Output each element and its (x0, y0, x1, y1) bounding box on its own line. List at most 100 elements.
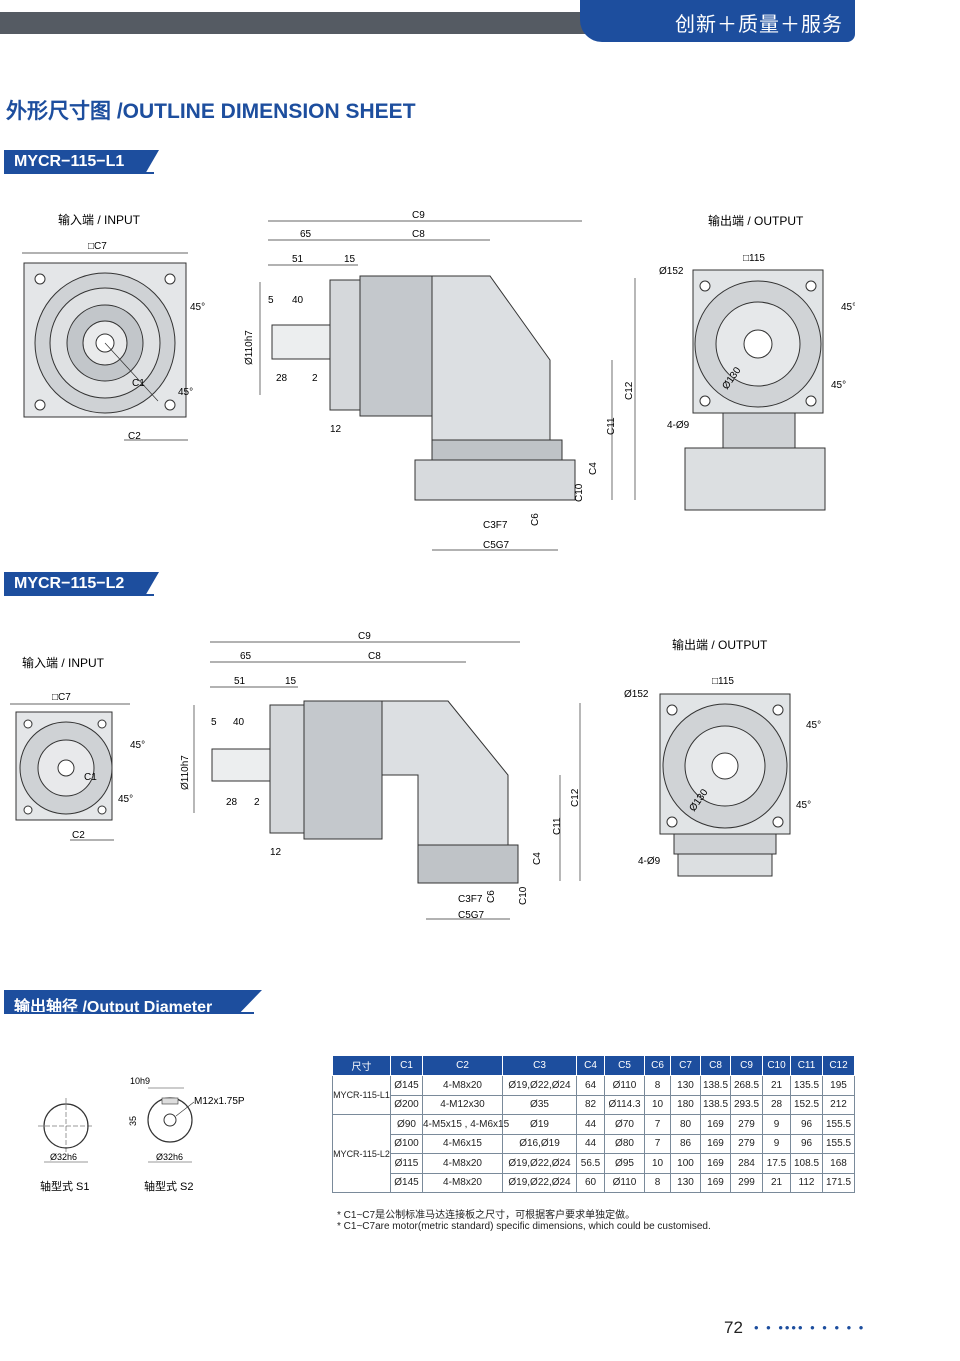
table-cell: 56.5 (576, 1153, 605, 1174)
dim-c2: C2 (128, 431, 141, 442)
table-cell: 8 (644, 1172, 671, 1193)
dim-45-a: 45° (130, 740, 145, 751)
table-cell: 4-M12x30 (422, 1094, 503, 1115)
section-underline (4, 1012, 254, 1014)
dim-c8: C8 (368, 651, 381, 662)
table-cell: 268.5 (730, 1075, 763, 1096)
dim-45-c: 45° (841, 302, 855, 313)
table-cell: 293.5 (730, 1094, 763, 1115)
dim-d110: Ø110h7 (180, 755, 191, 790)
table-cell: 108.5 (790, 1153, 823, 1174)
table-cell: 152.5 (790, 1094, 823, 1115)
shaft-s2-diameter: Ø32h6 (156, 1152, 183, 1162)
table-cell: 169 (700, 1172, 731, 1193)
table-cell: 4-M8x20 (422, 1153, 503, 1174)
table-cell: 130 (670, 1075, 701, 1096)
table-cell: Ø19 (502, 1114, 577, 1135)
dim-c5: C5G7 (458, 910, 485, 921)
dim-45-d: 45° (831, 380, 846, 391)
dim-c5: C5G7 (483, 540, 510, 551)
table-cell: 80 (670, 1114, 701, 1135)
dim-12: 12 (270, 847, 282, 858)
table-cell: 8 (644, 1075, 671, 1096)
table-header: C1 (390, 1055, 423, 1076)
section-tag-l1: MYCR−115−L1 (4, 150, 159, 174)
dim-c10: C10 (518, 886, 529, 905)
input-view-label: 输入端 / INPUT (22, 655, 105, 670)
table-cell: Ø114.3 (604, 1094, 645, 1115)
table-cell: Ø100 (390, 1133, 423, 1154)
shaft-s2-thread: M12x1.75P (194, 1096, 245, 1107)
note-cn: * C1~C7是公制标准马达连接板之尺寸，可根据客户要求单独定做。 (337, 1210, 636, 1221)
table-cell: 195 (822, 1075, 855, 1096)
dim-c3: C3F7 (483, 520, 508, 531)
dim-65: 65 (240, 651, 252, 662)
table-cell: 60 (576, 1172, 605, 1193)
table-cell: 44 (576, 1133, 605, 1154)
l2-input-view: 输入端 / INPUT □C7 C1 45° 45° C2 (10, 650, 160, 850)
dim-c7: □C7 (88, 241, 107, 252)
table-cell: 135.5 (790, 1075, 823, 1096)
dim-c8: C8 (412, 229, 425, 240)
table-cell: Ø19,Ø22,Ø24 (502, 1153, 577, 1174)
dim-c3: C3F7 (458, 894, 483, 905)
dim-5: 5 (211, 717, 217, 728)
dim-40: 40 (233, 717, 245, 728)
section-tag-l2: MYCR−115−L2 (4, 572, 159, 596)
table-cell: 155.5 (822, 1114, 855, 1135)
table-cell: Ø110 (604, 1075, 645, 1096)
table-header: C10 (762, 1055, 791, 1076)
table-cell: 64 (576, 1075, 605, 1096)
dim-c9: C9 (412, 210, 425, 221)
dim-28: 28 (226, 797, 238, 808)
dim-c12: C12 (570, 788, 581, 807)
table-cell: Ø70 (604, 1114, 645, 1135)
table-cell: 96 (790, 1133, 823, 1154)
table-cell: 155.5 (822, 1133, 855, 1154)
input-view-label: 输入端 / INPUT (58, 212, 141, 227)
table-cell: 28 (762, 1094, 791, 1115)
spec-table: 尺寸 C1 C2 C3 C4 C5 C6 C7 C8 C9 C10 C11 C1… (332, 1055, 855, 1193)
page-number: 72 (724, 1318, 743, 1337)
table-cell: 9 (762, 1114, 791, 1135)
table-cell: Ø80 (604, 1133, 645, 1154)
table-cell: 82 (576, 1094, 605, 1115)
table-cell: 4-M6x15 (422, 1133, 503, 1154)
page-title: 外形尺寸图 /OUTLINE DIMENSION SHEET (6, 100, 416, 123)
table-cell: Ø110 (604, 1172, 645, 1193)
dim-65: 65 (300, 229, 312, 240)
section-underline (4, 172, 154, 174)
table-cell: Ø200 (390, 1094, 423, 1115)
table-cell: Ø95 (604, 1153, 645, 1174)
table-cell: 9 (762, 1133, 791, 1154)
dim-c6: C6 (530, 513, 541, 526)
dim-c11: C11 (606, 417, 617, 435)
header-slogan: 创新＋质量＋服务 (675, 12, 843, 36)
dim-51: 51 (234, 676, 246, 687)
table-cell: Ø90 (390, 1114, 423, 1135)
table-header: 尺寸 (332, 1055, 391, 1076)
dim-sq115: □115 (743, 253, 765, 264)
dim-2: 2 (312, 373, 318, 384)
dim-c2: C2 (72, 830, 85, 841)
table-cell: 169 (700, 1153, 731, 1174)
table-cell: 44 (576, 1114, 605, 1135)
table-header: C12 (822, 1055, 855, 1076)
section-underline (4, 594, 154, 596)
table-header: C6 (644, 1055, 671, 1076)
shaft-s1-diameter: Ø32h6 (50, 1152, 77, 1162)
table-header: C7 (670, 1055, 701, 1076)
dim-c4: C4 (588, 462, 599, 475)
table-cell: Ø115 (390, 1153, 423, 1174)
dim-45-a: 45° (190, 302, 205, 313)
table-cell: 279 (730, 1114, 763, 1135)
table-cell: 212 (822, 1094, 855, 1115)
dim-45-b: 45° (178, 387, 193, 398)
section-tag-output-diameter: 输出轴径 /Output Diameter (4, 990, 262, 1014)
dim-c11: C11 (552, 817, 563, 835)
table-header-row: 尺寸 C1 C2 C3 C4 C5 C6 C7 C8 C9 C10 C11 C1… (332, 1055, 855, 1076)
dim-hole: 4-Ø9 (667, 420, 690, 431)
dim-5: 5 (268, 295, 274, 306)
